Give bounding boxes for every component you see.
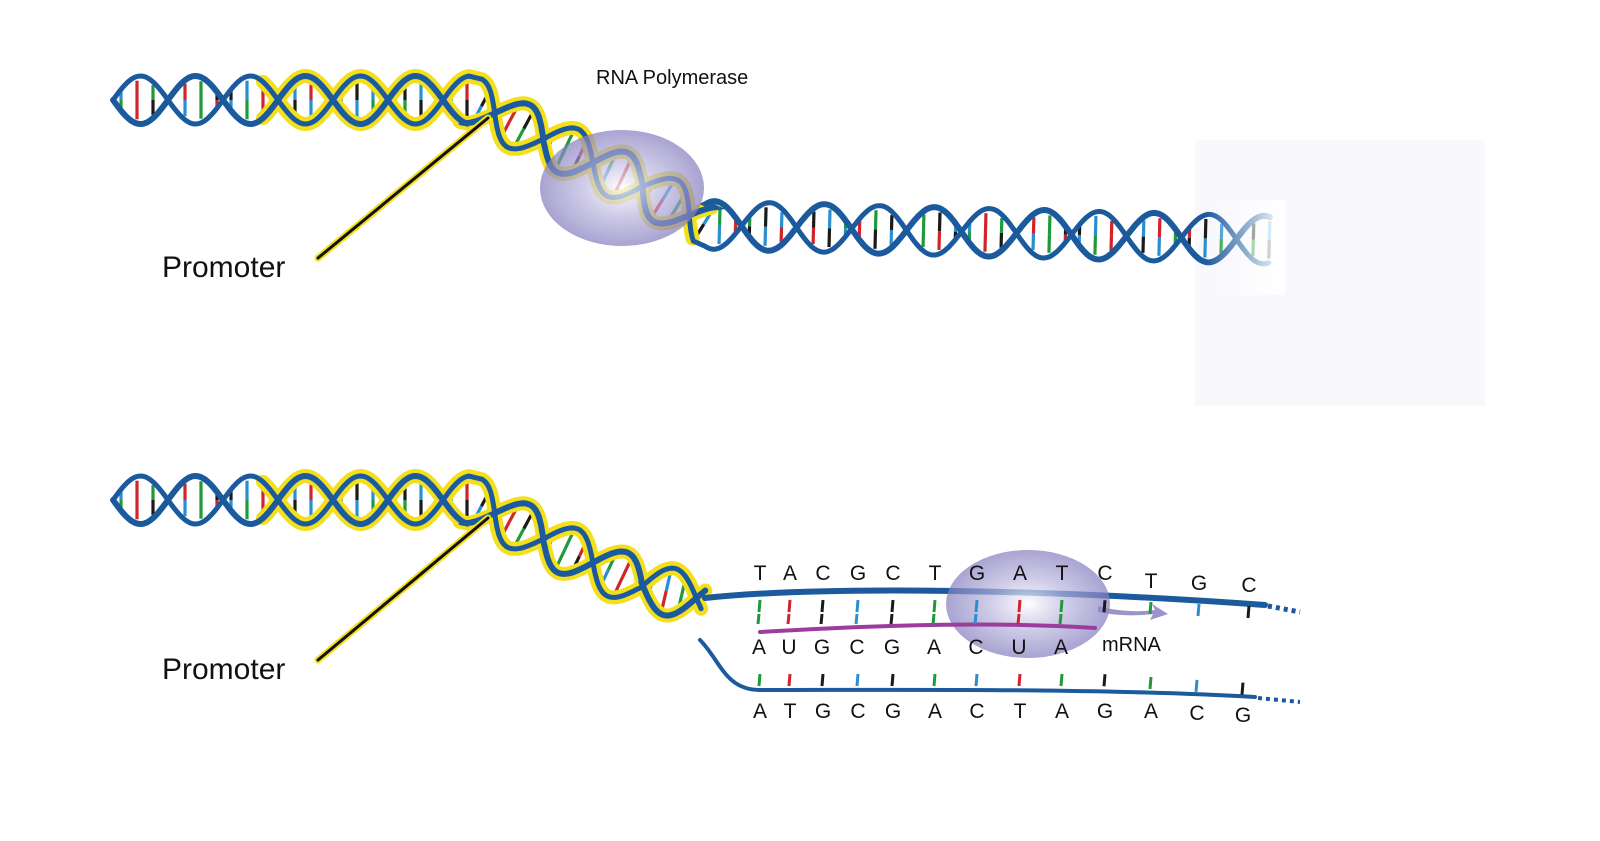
- template-base-tick: [1240, 682, 1245, 695]
- coding-strand-letter: A: [1013, 562, 1027, 585]
- coding-base-tick: [820, 599, 825, 613]
- mrna-base-tick: [1016, 613, 1021, 625]
- base-pair-half: [873, 229, 878, 249]
- promoter-label-top: Promoter: [162, 251, 285, 284]
- promoter-pointer-top: [314, 114, 492, 262]
- mrna-strand: [758, 622, 1097, 634]
- template-strand-letter: G: [1235, 704, 1251, 727]
- template-base-tick: [787, 673, 792, 687]
- mrna-letter: C: [849, 636, 864, 659]
- template-base-tick: [820, 673, 825, 687]
- template-strand-letter: A: [753, 700, 767, 723]
- template-strand-letter: C: [1189, 702, 1204, 725]
- promoter-label-bottom: Promoter: [162, 653, 285, 686]
- template-strand-letter: A: [1144, 700, 1158, 723]
- mrna-base-tick: [854, 613, 859, 625]
- coding-base-tick: [1148, 601, 1153, 615]
- rna-polymerase-blob-top: [540, 130, 704, 246]
- mrna-letter: A: [927, 636, 941, 659]
- mrna-base-tick: [1058, 613, 1063, 625]
- template-base-tick: [855, 673, 860, 687]
- coding-base-tick: [890, 599, 895, 613]
- coding-base-tick: [932, 599, 937, 613]
- coding-strand-letter: C: [815, 562, 830, 585]
- template-base-tick: [1059, 673, 1064, 687]
- coding-strand-letter: G: [1191, 572, 1207, 595]
- coding-base-tick: [1246, 605, 1251, 619]
- coding-base-tick: [1102, 600, 1107, 613]
- coding-base-tick: [1017, 599, 1022, 613]
- template-strand-letter: A: [1055, 700, 1069, 723]
- coding-strand-continuation: [1267, 603, 1301, 615]
- template-strand-letter: C: [969, 700, 984, 723]
- transcription-direction-arrow: [1098, 604, 1168, 620]
- coding-strand-letter: G: [850, 562, 866, 585]
- base-pair-half: [1093, 216, 1098, 236]
- base-pair-half: [983, 232, 988, 252]
- base-pair-half: [763, 207, 768, 227]
- template-strand-letter: G: [1097, 700, 1113, 723]
- promoter-pointer-bottom: [314, 514, 492, 664]
- template-strand-letter: G: [815, 700, 831, 723]
- template-base-tick: [1017, 673, 1022, 687]
- mrna-base-tick: [819, 613, 824, 625]
- template-strand-letter: T: [1014, 700, 1027, 723]
- coding-strand-letter: T: [1145, 570, 1158, 593]
- coding-strand-backbone: [702, 587, 1268, 608]
- coding-strand-letter: T: [1056, 562, 1069, 585]
- rna-polymerase-label: RNA Polymerase: [596, 67, 748, 89]
- mrna-base-tick: [931, 613, 936, 625]
- dna-backbone-strand: [110, 473, 704, 612]
- mrna-letter: G: [814, 636, 830, 659]
- coding-strand-letter: G: [969, 562, 985, 585]
- coding-base-tick: [1059, 599, 1064, 613]
- transcription-bubble: [698, 550, 1301, 704]
- bottom-dna-helix: [110, 469, 713, 623]
- mrna-base-tick: [756, 613, 761, 625]
- mrna-base-tick: [786, 613, 791, 625]
- template-strand-letter: G: [885, 700, 901, 723]
- mrna-letter: U: [781, 636, 796, 659]
- coding-strand-letter: A: [783, 562, 797, 585]
- template-base-tick: [974, 673, 979, 687]
- template-base-tick: [1148, 676, 1153, 690]
- base-pair-half: [763, 226, 768, 246]
- dna-backbone-strand: [110, 472, 709, 619]
- template-strand-backbone: [698, 638, 1257, 699]
- mrna-label: mRNA: [1102, 634, 1162, 656]
- mrna-letter: A: [752, 636, 766, 659]
- coding-strand-letter: T: [929, 562, 942, 585]
- coding-base-tick: [787, 599, 792, 613]
- template-base-tick: [890, 673, 895, 687]
- rna-polymerase-blob-bottom: [946, 550, 1110, 658]
- helix-fade: [1205, 200, 1285, 295]
- coding-base-tick: [757, 599, 762, 613]
- template-base-tick: [1102, 674, 1107, 687]
- template-strand-letter: A: [928, 700, 942, 723]
- coding-strand-letter: C: [1241, 574, 1256, 597]
- base-pair-half: [1093, 235, 1098, 255]
- coding-base-tick: [1196, 603, 1201, 617]
- mrna-base-tick: [889, 613, 894, 625]
- template-base-tick: [757, 673, 762, 687]
- coding-strand-letter: C: [1097, 562, 1112, 585]
- template-base-tick: [932, 673, 937, 687]
- mrna-letter: U: [1011, 636, 1026, 659]
- mrna-letter: C: [968, 636, 983, 659]
- template-strand-continuation: [1257, 696, 1301, 704]
- mrna-letter: A: [1054, 636, 1068, 659]
- coding-strand-letter: C: [885, 562, 900, 585]
- template-base-tick: [1194, 679, 1199, 692]
- template-strand-letter: T: [784, 700, 797, 723]
- mrna-base-tick: [973, 613, 978, 625]
- base-pair-half: [983, 213, 988, 233]
- mrna-letter: G: [884, 636, 900, 659]
- template-strand-letter: C: [850, 700, 865, 723]
- coding-strand-letter: T: [754, 562, 767, 585]
- coding-base-tick: [855, 599, 860, 613]
- coding-base-tick: [974, 599, 979, 613]
- base-pair-half: [873, 210, 878, 230]
